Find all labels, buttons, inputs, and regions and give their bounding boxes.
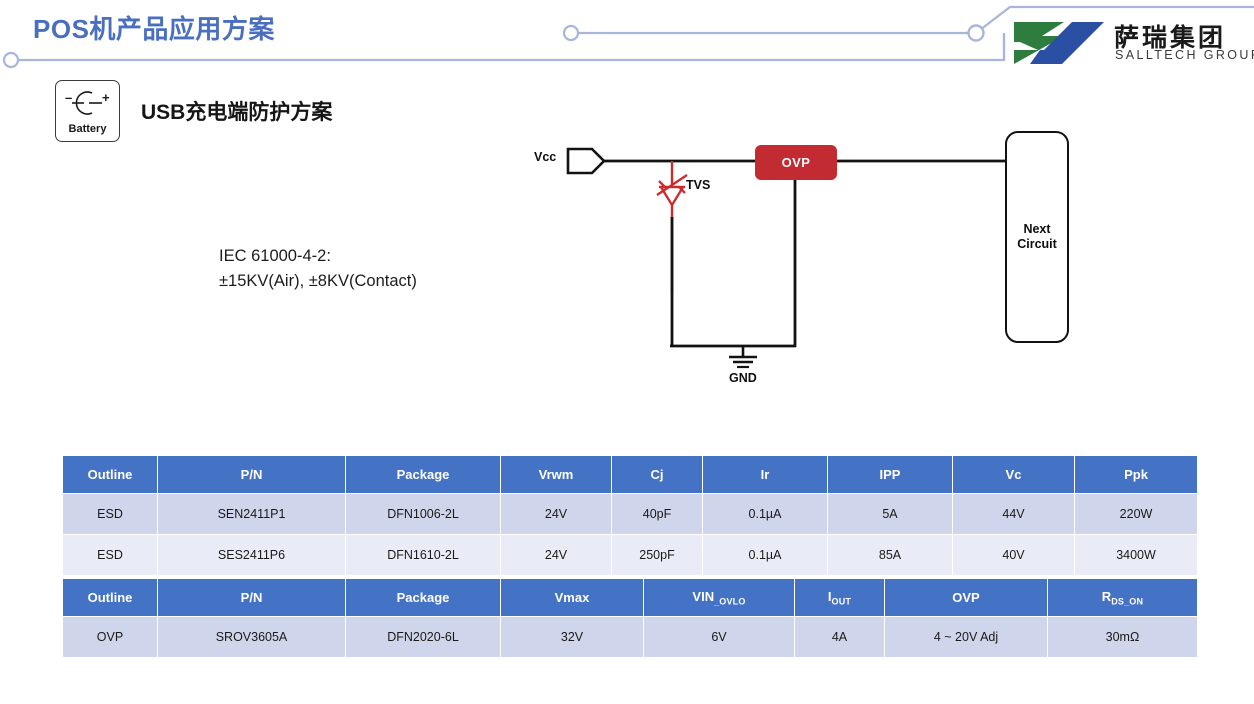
cell-vmax: 32V	[500, 616, 644, 658]
cell-package: DFN1610-2L	[345, 534, 501, 576]
cell-vc: 40V	[952, 534, 1075, 576]
section-heading-cn: 充电端防护方案	[185, 99, 333, 124]
battery-icon-card: – + Battery	[55, 80, 120, 142]
cell-outline: ESD	[62, 493, 158, 535]
salltech-logo-icon	[1014, 22, 1104, 64]
circuit-diagram: Vcc TVS GND OVP Next Circuit	[520, 125, 1120, 400]
svg-text:+: +	[102, 90, 110, 105]
cell-ipp: 5A	[827, 493, 953, 535]
col-header-iout: IOUT	[794, 578, 885, 617]
esd-spec-table: Outline P/N Package Vrwm Cj Ir IPP Vc Pp…	[62, 455, 1198, 576]
cell-ppk: 3400W	[1074, 534, 1198, 576]
col-header-outline: Outline	[62, 578, 158, 617]
col-header-cj: Cj	[611, 455, 703, 494]
col-header-package: Package	[345, 455, 501, 494]
cell-ovp: 4 ~ 20V Adj	[884, 616, 1048, 658]
col-header-pn: P/N	[157, 455, 346, 494]
cell-vc: 44V	[952, 493, 1075, 535]
cell-vin-ovlo: 6V	[643, 616, 795, 658]
col-header-ir: Ir	[702, 455, 828, 494]
table-row: ESD SEN2411P1 DFN1006-2L 24V 40pF 0.1µA …	[62, 493, 1198, 535]
vin-sub: _OVLO	[714, 596, 746, 607]
iout-main: I	[827, 588, 832, 604]
tvs-label: TVS	[686, 178, 711, 192]
col-header-vrwm: Vrwm	[500, 455, 612, 494]
cell-ipp: 85A	[827, 534, 953, 576]
col-header-vin-ovlo: VIN_OVLO	[643, 578, 795, 617]
ovp-spec-table: Outline P/N Package Vmax VIN_OVLO IOUT O…	[62, 578, 1198, 658]
cell-package: DFN1006-2L	[345, 493, 501, 535]
logo-chinese-name: 萨瑞集团	[1114, 23, 1227, 52]
circuit-wires	[566, 147, 1007, 369]
cell-outline: ESD	[62, 534, 158, 576]
ovp-block: OVP	[755, 145, 837, 180]
page-title: POS机产品应用方案	[33, 14, 275, 44]
cell-ir: 0.1µA	[702, 534, 828, 576]
battery-icon: – +	[65, 90, 110, 115]
rds-sub: DS_ON	[1111, 596, 1144, 607]
vcc-pin-shape	[566, 147, 606, 175]
col-header-vmax: Vmax	[500, 578, 644, 617]
iout-sub: OUT	[831, 596, 852, 607]
cell-vrwm: 24V	[500, 493, 612, 535]
vin-main: VIN	[692, 588, 715, 604]
iec-spec-note: IEC 61000-4-2: ±15KV(Air), ±8KV(Contact)	[219, 244, 417, 294]
next-circuit-label: Next Circuit	[1017, 222, 1057, 251]
cell-ir: 0.1µA	[702, 493, 828, 535]
col-header-pn: P/N	[157, 578, 346, 617]
cell-cj: 40pF	[611, 493, 703, 535]
cell-ppk: 220W	[1074, 493, 1198, 535]
section-heading: USB充电端防护方案	[141, 96, 332, 126]
table-header-row: Outline P/N Package Vmax VIN_OVLO IOUT O…	[62, 578, 1198, 617]
gnd-label: GND	[729, 371, 757, 385]
col-header-vc: Vc	[952, 455, 1075, 494]
col-header-rds-on: RDS_ON	[1047, 578, 1198, 617]
logo-english-name: SALLTECH GROUP	[1115, 48, 1254, 62]
section-heading-latin: USB	[141, 101, 186, 124]
table-header-row: Outline P/N Package Vrwm Cj Ir IPP Vc Pp…	[62, 455, 1198, 494]
col-header-outline: Outline	[62, 455, 158, 494]
next-circuit-block: Next Circuit	[1005, 131, 1069, 343]
svg-text:–: –	[65, 90, 72, 105]
cell-pn: SROV3605A	[157, 616, 346, 658]
table-row: ESD SES2411P6 DFN1610-2L 24V 250pF 0.1µA…	[62, 534, 1198, 576]
col-header-ovp: OVP	[884, 578, 1048, 617]
col-header-ipp: IPP	[827, 455, 953, 494]
table-row: OVP SROV3605A DFN2020-6L 32V 6V 4A 4 ~ 2…	[62, 616, 1198, 658]
battery-icon-label: Battery	[68, 123, 107, 135]
cell-vrwm: 24V	[500, 534, 612, 576]
rds-main: R	[1101, 588, 1112, 604]
vcc-label: Vcc	[534, 150, 557, 164]
iec-spec-line-1: IEC 61000-4-2:	[219, 247, 331, 265]
cell-rds-on: 30mΩ	[1047, 616, 1198, 658]
cell-package: DFN2020-6L	[345, 616, 501, 658]
cell-pn: SES2411P6	[157, 534, 346, 576]
company-logo: 萨瑞集团 SALLTECH GROUP	[1012, 18, 1254, 68]
cell-iout: 4A	[794, 616, 885, 658]
cell-cj: 250pF	[611, 534, 703, 576]
col-header-ppk: Ppk	[1074, 455, 1198, 494]
col-header-package: Package	[345, 578, 501, 617]
cell-pn: SEN2411P1	[157, 493, 346, 535]
cell-outline: OVP	[62, 616, 158, 658]
iec-spec-line-2: ±15KV(Air), ±8KV(Contact)	[219, 272, 417, 290]
